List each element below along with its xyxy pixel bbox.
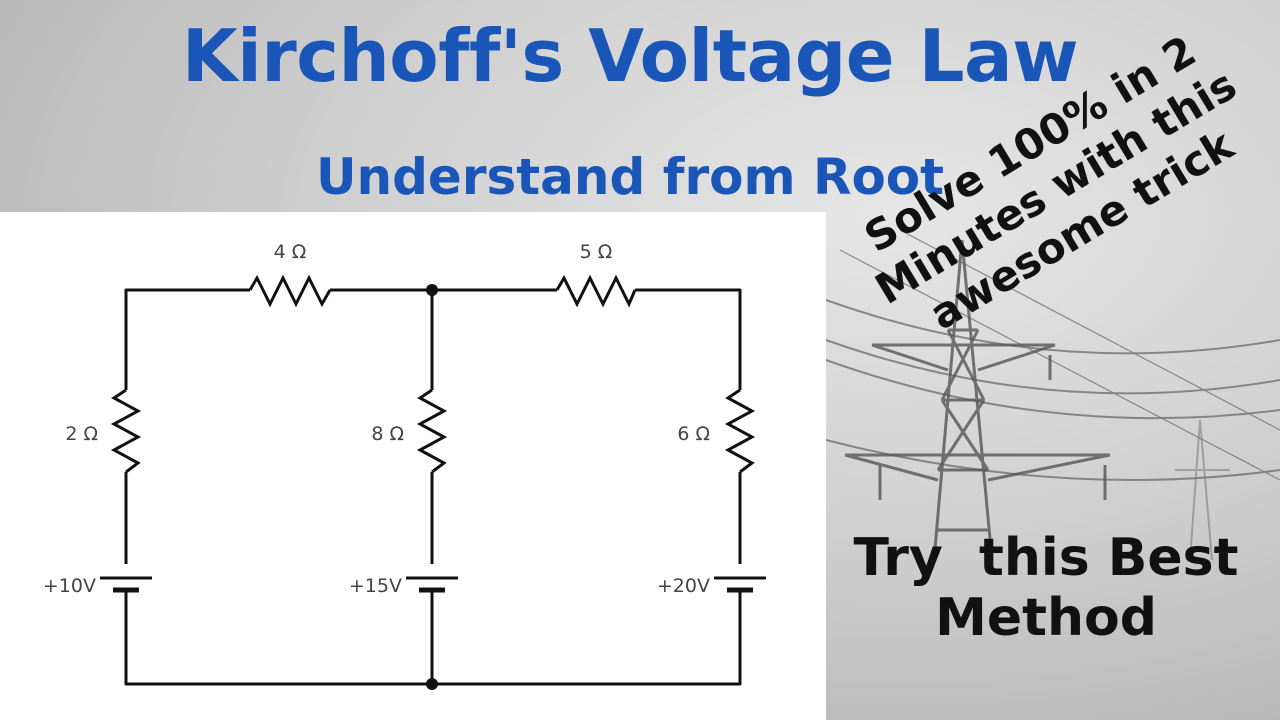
cta-line: Try this Best	[853, 528, 1239, 588]
resistor-top-right	[555, 274, 637, 308]
resistor-top-left	[248, 274, 332, 308]
label-resistor-right: 6 Ω	[677, 423, 710, 445]
label-source-right: +20V	[657, 575, 710, 597]
label-source-middle: +15V	[349, 575, 402, 597]
wire-top-left	[124, 288, 250, 390]
call-to-action: Try this Best Method	[836, 528, 1256, 648]
label-resistor-top-right: 5 Ω	[580, 241, 613, 263]
junction-node-top	[426, 284, 438, 296]
resistor-middle	[416, 388, 448, 474]
label-resistor-left: 2 Ω	[65, 423, 98, 445]
cta-line: Method	[935, 588, 1157, 648]
label-source-left: +10V	[43, 575, 96, 597]
page-title: Kirchoff's Voltage Law	[181, 14, 1079, 98]
junction-node-bottom	[426, 678, 438, 690]
resistor-right	[724, 388, 756, 474]
wire-top-right	[635, 288, 742, 390]
page-subtitle: Understand from Root	[315, 148, 945, 206]
circuit-diagram-panel: 4 Ω 5 Ω 2 Ω 8 Ω 6 Ω +10V +15V +20V	[0, 212, 826, 720]
label-resistor-top-left: 4 Ω	[274, 241, 307, 263]
label-resistor-middle: 8 Ω	[371, 423, 404, 445]
kvl-circuit: 4 Ω 5 Ω 2 Ω 8 Ω 6 Ω +10V +15V +20V	[43, 241, 766, 690]
resistor-left	[110, 388, 142, 474]
